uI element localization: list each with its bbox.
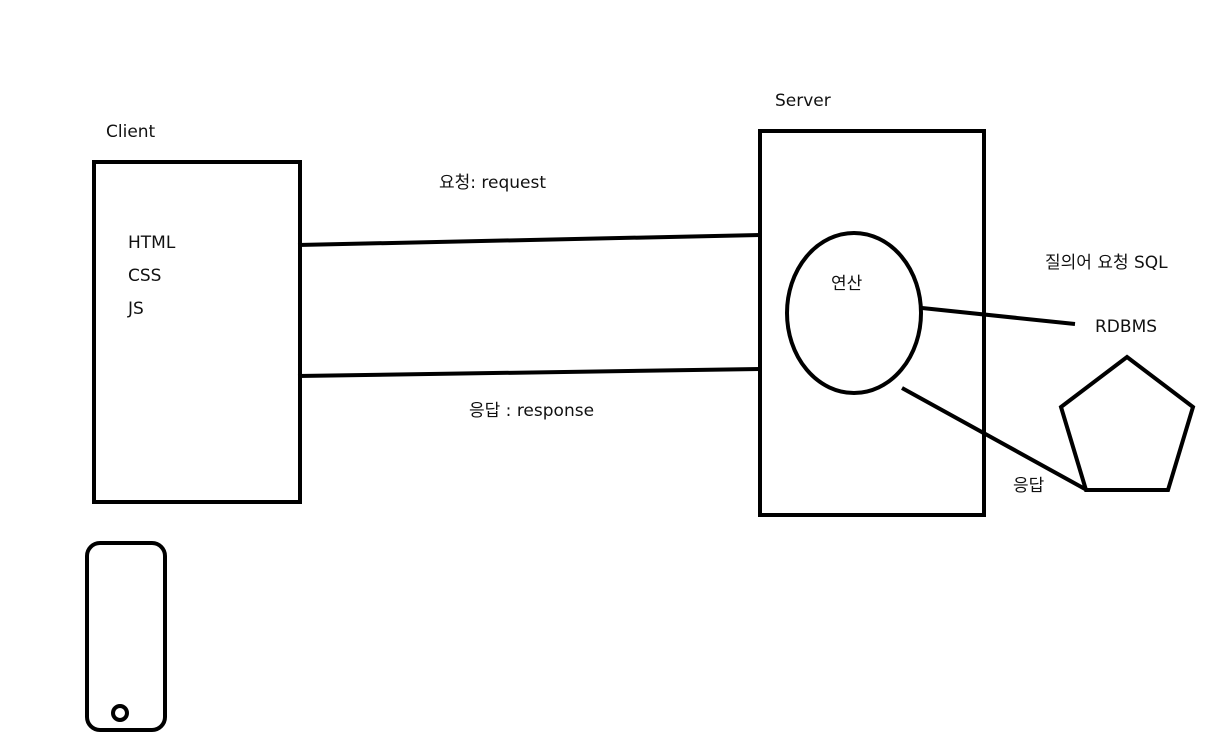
server-title: Server [775, 91, 831, 111]
client-title: Client [106, 122, 156, 142]
rdbms-pentagon-icon [1058, 354, 1196, 492]
query-label: 질의어 요청 SQL [1045, 253, 1168, 273]
client-item-css: CSS [128, 266, 162, 286]
phone-home-button [111, 704, 129, 722]
server-box [758, 129, 986, 517]
process-ellipse [785, 231, 923, 395]
mobile-phone-icon [85, 541, 167, 732]
client-box [92, 160, 302, 504]
response-line [297, 367, 761, 378]
client-item-js: JS [128, 299, 144, 319]
response-label: 응답 : response [469, 401, 595, 421]
process-label: 연산 [831, 274, 863, 294]
rdbms-label: RDBMS [1095, 317, 1158, 337]
db-response-line [901, 386, 1086, 491]
request-line [297, 233, 761, 247]
db-response-label: 응답 [1013, 476, 1045, 496]
client-item-html: HTML [128, 233, 176, 253]
query-line [921, 306, 1076, 326]
request-label: 요청: request [439, 173, 547, 193]
